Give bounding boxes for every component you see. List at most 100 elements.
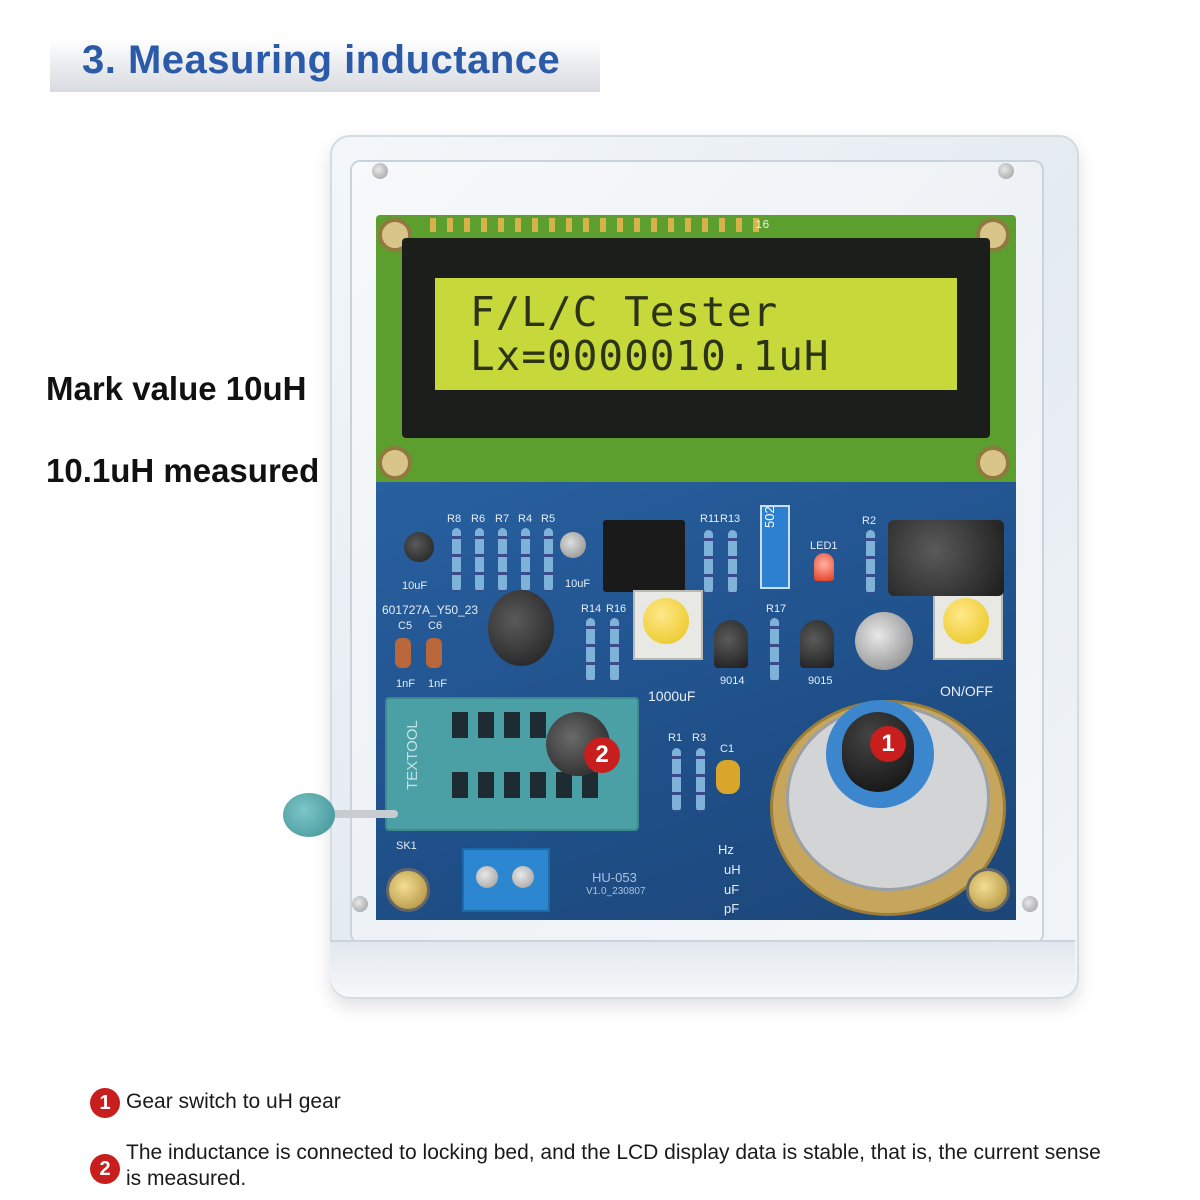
title-band — [50, 40, 600, 92]
case-screw — [352, 896, 368, 912]
silk-mode-hz: Hz — [718, 842, 734, 857]
silk-model: 601727A_Y50_23 — [382, 603, 479, 617]
silk-mode-uf: uF — [724, 882, 740, 897]
resistor — [586, 618, 595, 682]
resistor — [475, 528, 484, 592]
silk-q1: 9014 — [720, 675, 745, 687]
screw-terminal — [462, 848, 550, 912]
silk-sk1: SK1 — [396, 840, 417, 852]
page-title: 3. Measuring inductance — [82, 38, 561, 82]
resistor — [452, 528, 461, 592]
silk-trimmer: 502 — [762, 506, 777, 528]
silk-c5-value: 1nF — [396, 678, 415, 690]
resistor — [498, 528, 507, 592]
silk-mode-uh: uH — [724, 862, 741, 877]
terminal-screw — [476, 866, 498, 888]
brass-standoff — [966, 868, 1010, 912]
silk-power: ON/OFF — [940, 683, 993, 699]
lcd-line-2: Lx=0000010.1uH — [470, 332, 830, 380]
zif-slot — [530, 712, 546, 738]
case-screw — [1022, 896, 1038, 912]
zif-lever-knob[interactable] — [283, 793, 335, 837]
zif-slot — [582, 772, 598, 798]
silk-r14: R14 — [581, 603, 602, 615]
silk-r6: R6 — [471, 513, 486, 525]
silk-c5: C5 — [398, 620, 413, 632]
silk-q2: 9015 — [808, 675, 833, 687]
lcd-line-1: F/L/C Tester — [470, 288, 779, 336]
silk-c6-value: 1nF — [428, 678, 447, 690]
silk-board-id: HU-053 — [592, 870, 637, 885]
resistor — [728, 530, 737, 594]
inductor-coil — [488, 590, 554, 666]
ceramic-capacitor — [395, 638, 411, 668]
zif-slot — [452, 772, 468, 798]
resistor — [866, 530, 875, 594]
silk-cap-right: 10uF — [565, 578, 591, 590]
silk-r4: R4 — [518, 513, 533, 525]
resistor — [704, 530, 713, 594]
mount-hole — [976, 446, 1010, 480]
power-jack — [888, 520, 1004, 596]
electrolytic-capacitor — [855, 612, 913, 670]
zif-lever[interactable] — [318, 810, 398, 818]
footnote-badge-2: 2 — [90, 1154, 120, 1184]
silk-r11: R11 — [700, 513, 720, 525]
trimmer-potentiometer[interactable] — [760, 505, 790, 589]
zif-slot — [556, 772, 572, 798]
silk-c6: C6 — [428, 620, 443, 632]
pin-count-label: 16 — [755, 218, 770, 232]
zif-slot — [478, 772, 494, 798]
acrylic-case-bottom — [330, 940, 1075, 997]
brass-standoff — [386, 868, 430, 912]
zif-slot — [452, 712, 468, 738]
silk-cap-left: 10uF — [402, 580, 428, 592]
zif-slot — [504, 712, 520, 738]
callout-badge-1: 1 — [870, 726, 906, 762]
footnote-text-1: Gear switch to uH gear — [126, 1090, 341, 1113]
mount-hole — [378, 446, 412, 480]
silk-c1: C1 — [720, 743, 735, 755]
measured-value-note: 10.1uH measured — [46, 452, 320, 489]
silk-cap-big: 1000uF — [648, 688, 696, 704]
silk-r1: R1 — [668, 732, 683, 744]
silk-zif: TEXTOOL — [404, 720, 421, 790]
resistor — [672, 748, 681, 812]
silk-r5: R5 — [541, 513, 556, 525]
case-screw — [998, 163, 1014, 179]
test-button[interactable] — [643, 598, 689, 644]
power-button[interactable] — [943, 598, 989, 644]
transistor — [714, 620, 748, 668]
callout-badge-2: 2 — [584, 737, 620, 773]
led-indicator — [814, 553, 834, 581]
lcd-screen — [435, 278, 957, 390]
silk-r13: R13 — [720, 513, 741, 525]
resistor — [610, 618, 619, 682]
silk-r16: R16 — [606, 603, 627, 615]
lcd-header-pins — [430, 218, 760, 232]
resistor — [770, 618, 779, 682]
resistor — [521, 528, 530, 592]
silk-version: V1.0_230807 — [586, 886, 646, 897]
transistor — [800, 620, 834, 668]
ceramic-capacitor — [426, 638, 442, 668]
silk-r17: R17 — [766, 603, 787, 615]
terminal-screw — [512, 866, 534, 888]
mark-value-note: Mark value 10uH — [46, 370, 307, 407]
ceramic-capacitor — [716, 760, 740, 794]
case-screw — [372, 163, 388, 179]
silk-r3: R3 — [692, 732, 707, 744]
silk-r7: R7 — [495, 513, 510, 525]
capacitor — [560, 532, 586, 558]
capacitor — [404, 532, 434, 562]
footnote-badge-1: 1 — [90, 1088, 120, 1118]
silk-r2: R2 — [862, 515, 877, 527]
zif-slot — [504, 772, 520, 798]
resistor — [544, 528, 553, 592]
ic-chip — [603, 520, 685, 592]
silk-r8: R8 — [447, 513, 462, 525]
zif-slot — [478, 712, 494, 738]
silk-led: LED1 — [810, 540, 838, 552]
resistor — [696, 748, 705, 812]
footnote-text-2: The inductance is connected to locking b… — [126, 1141, 1101, 1190]
